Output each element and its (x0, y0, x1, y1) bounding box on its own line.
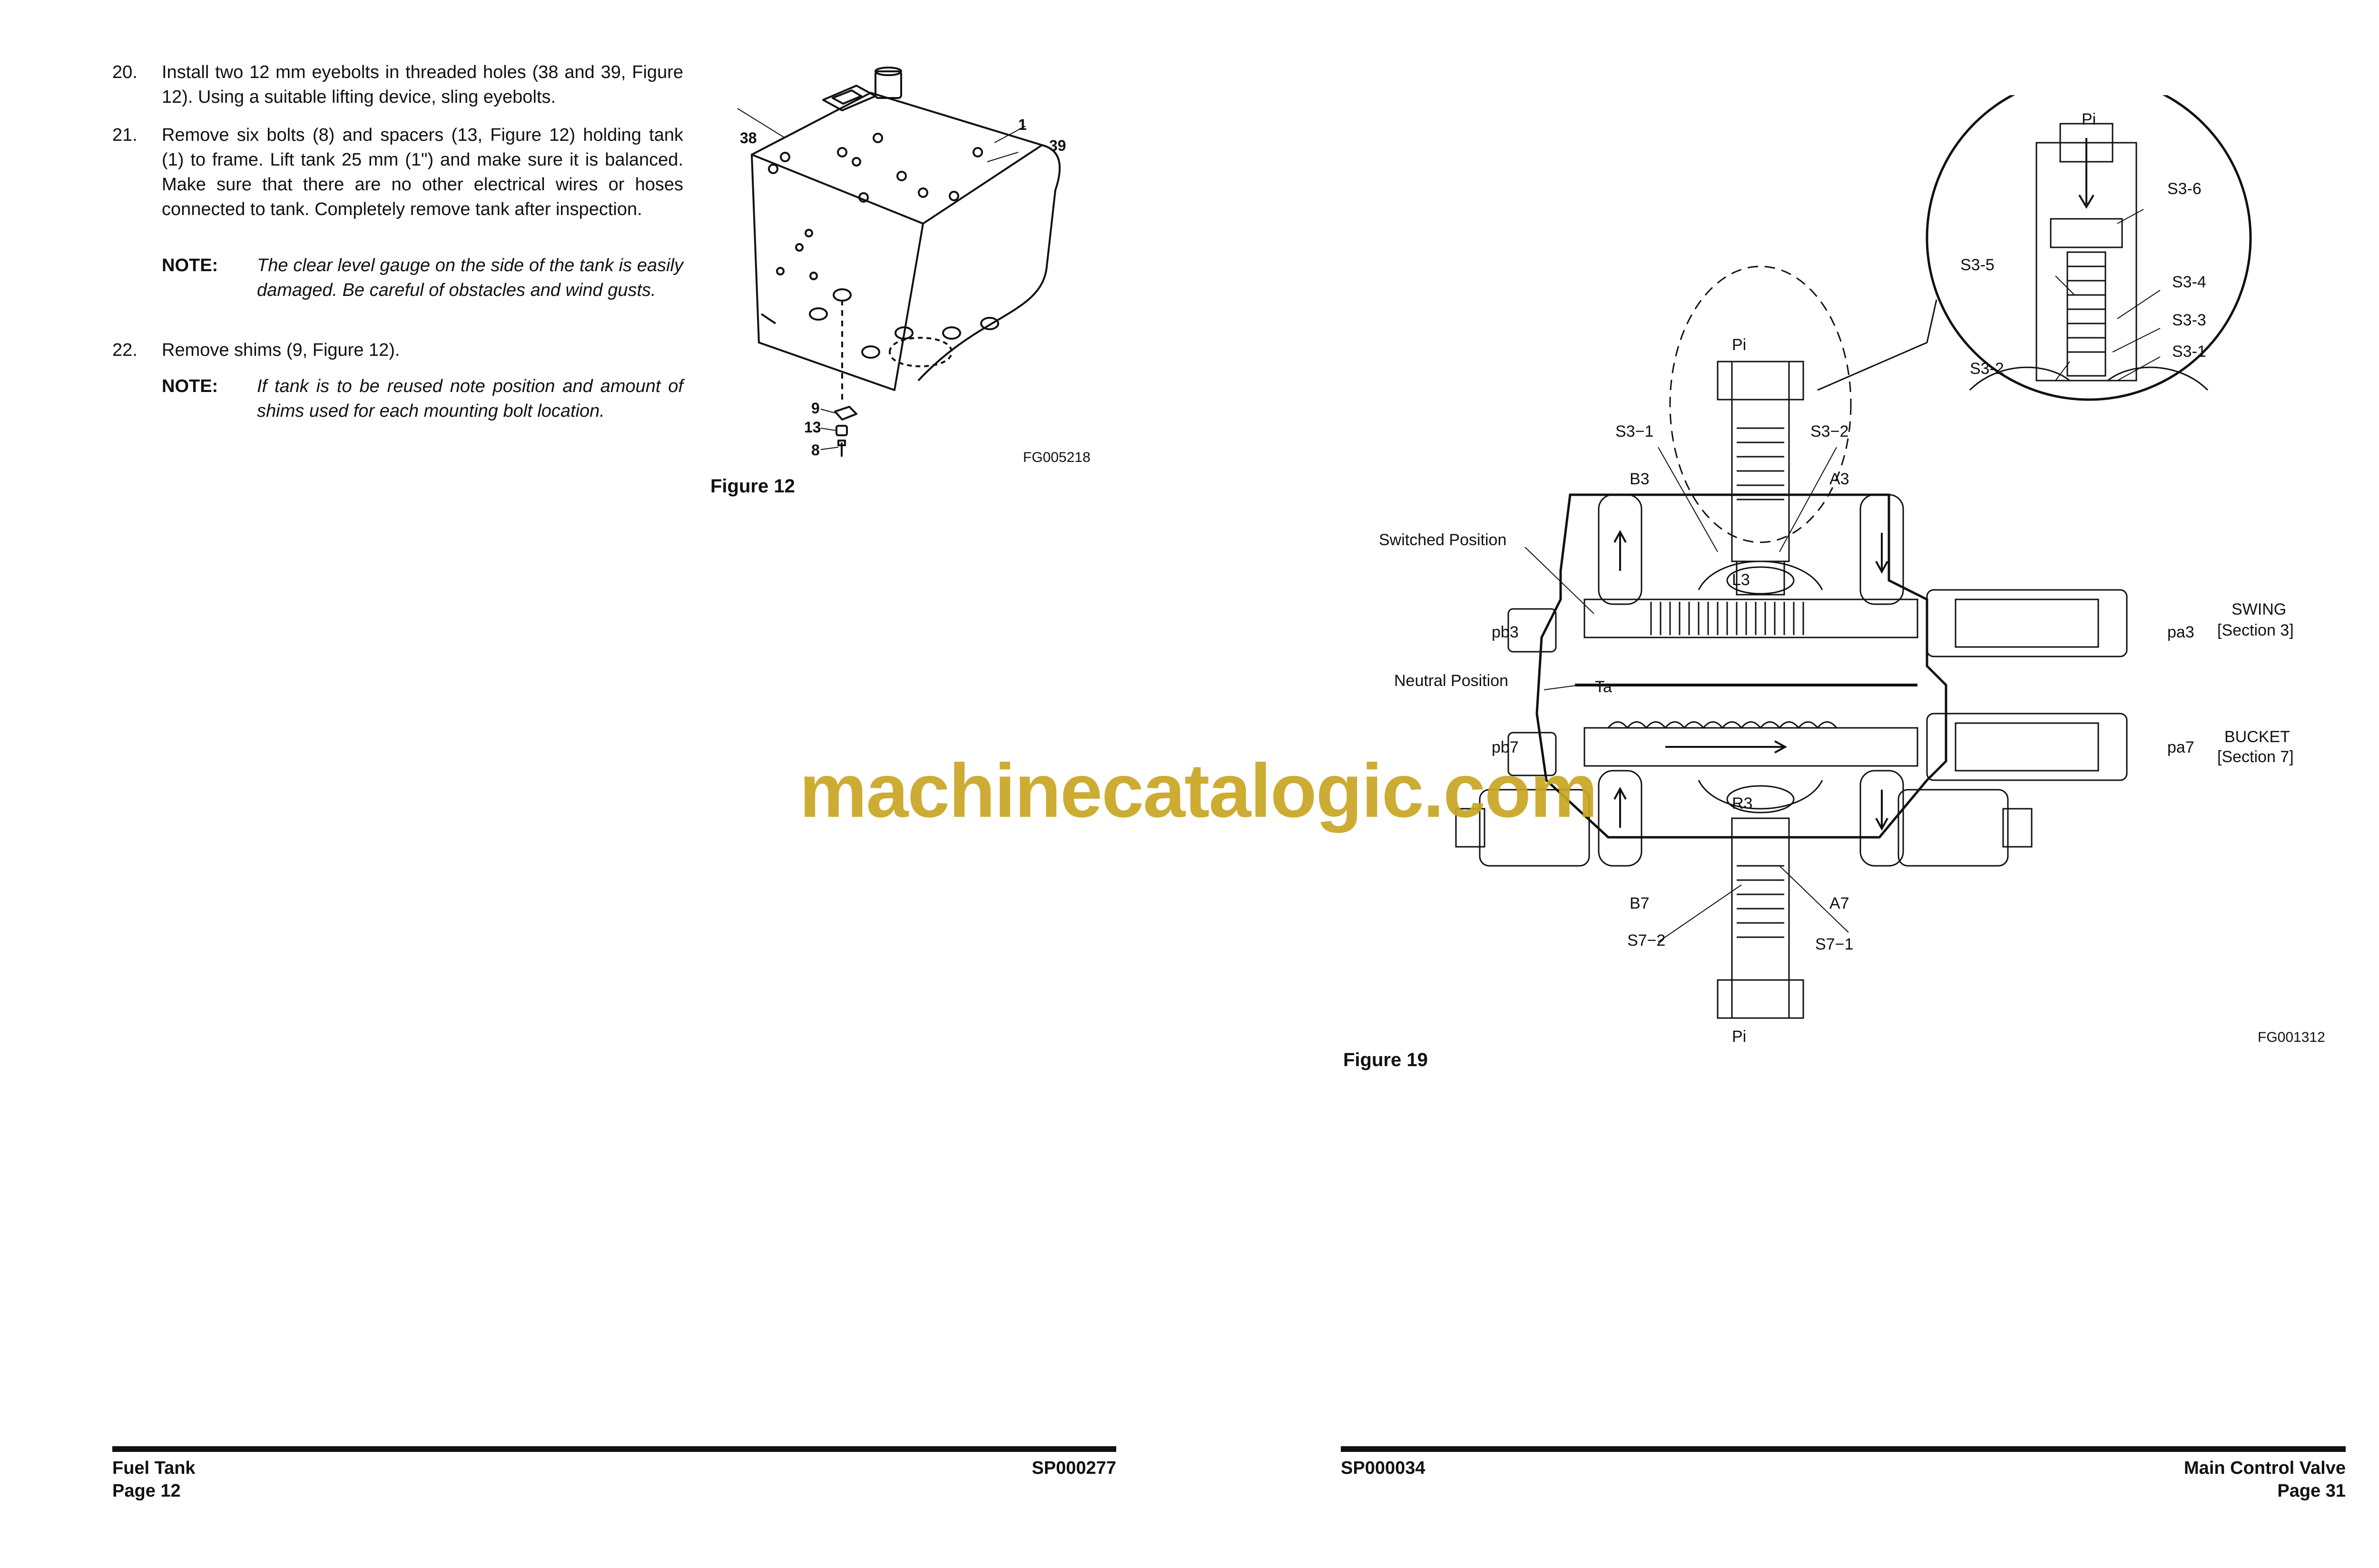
label-bucket-section: [Section 7] (2217, 748, 2294, 766)
footer-rule-right (1341, 1446, 2346, 1452)
callout-8: 8 (811, 441, 820, 459)
step-text: Remove six bolts (8) and spacers (13, Fi… (162, 125, 683, 219)
label-l3: L3 (1732, 571, 1750, 589)
callout-38: 38 (740, 129, 757, 147)
note-text: The clear level gauge on the side of the… (257, 255, 683, 300)
callout-13: 13 (804, 419, 821, 436)
label-switched-position: Switched Position (1379, 531, 1507, 549)
label-s3-1: S3-1 (2172, 343, 2206, 361)
label-s3-3: S3-3 (2172, 311, 2206, 329)
label-s3-6: S3-6 (2167, 180, 2202, 198)
label-r3: R3 (1732, 794, 1753, 813)
label-ta: Ta (1595, 678, 1612, 696)
label-swing: SWING (2232, 600, 2287, 618)
label-pa7: pa7 (2167, 738, 2194, 756)
note-label: NOTE: (162, 255, 218, 275)
label-s3-2: S3-2 (1970, 360, 2004, 378)
label-pb7: pb7 (1492, 738, 1519, 756)
watermark: machinecatalogic.com (799, 748, 1598, 833)
label-s3-4: S3-4 (2172, 273, 2206, 291)
label-a7: A7 (1829, 894, 1849, 912)
label-pi-detail: Pi (2082, 110, 2096, 128)
note-text: If tank is to be reused note position an… (257, 376, 683, 421)
step-text: Remove shims (9, Figure 12). (162, 340, 400, 360)
label-pb3: pb3 (1492, 623, 1519, 641)
figure-12-code: FG005218 (1023, 450, 1091, 465)
step-22: 22. Remove shims (9, Figure 12). (112, 338, 683, 363)
figure-19-code: FG001312 (2258, 1029, 2325, 1045)
label-a3: A3 (1829, 470, 1849, 488)
footer-rule-left (112, 1446, 1116, 1452)
footer-right-title: Main Control Valve (2184, 1458, 2346, 1478)
step-number: 21. (112, 125, 138, 145)
step-number: 20. (112, 62, 138, 82)
label-s7-1: S7−1 (1815, 935, 1854, 953)
label-s3-5: S3-5 (1960, 256, 1995, 274)
note-label: NOTE: (162, 376, 218, 396)
label-pi-bottom: Pi (1732, 1028, 1747, 1046)
footer-right-doc: SP000034 (1341, 1458, 1425, 1478)
figure-19-caption: Figure 19 (1343, 1049, 1428, 1070)
label-s3-2-main: S3−2 (1810, 422, 1849, 441)
footer-right-page: Page 31 (2277, 1481, 2346, 1501)
label-swing-section: [Section 3] (2217, 621, 2294, 639)
label-pi-top: Pi (1732, 336, 1747, 354)
label-neutral-position: Neutral Position (1394, 672, 1509, 690)
label-s7-2: S7−2 (1627, 931, 1666, 950)
label-pa3: pa3 (2167, 623, 2194, 641)
label-b7: B7 (1630, 894, 1650, 912)
step-20: 20. Install two 12 mm eyebolts in thread… (112, 60, 683, 109)
label-b3: B3 (1630, 470, 1650, 488)
footer-left-doc: SP000277 (1032, 1458, 1117, 1478)
fuel-tank-illustration (737, 67, 1061, 457)
footer-left-page: Page 12 (112, 1481, 181, 1501)
note-shims: NOTE: If tank is to be reused note posit… (162, 374, 683, 423)
note-gauge: NOTE: The clear level gauge on the side … (162, 253, 683, 303)
callout-1: 1 (1018, 116, 1027, 133)
footer-left-title: Fuel Tank (112, 1458, 196, 1478)
callout-39: 39 (1049, 137, 1066, 154)
step-21: 21. Remove six bolts (8) and spacers (13… (112, 123, 683, 222)
control-valve-diagram (1455, 95, 2252, 1019)
step-number: 22. (112, 340, 138, 360)
figure-12-caption: Figure 12 (710, 476, 795, 497)
callout-9: 9 (811, 400, 820, 417)
label-bucket: BUCKET (2224, 728, 2290, 746)
label-s3-1-main: S3−1 (1615, 422, 1654, 441)
step-text: Install two 12 mm eyebolts in threaded h… (162, 62, 683, 107)
